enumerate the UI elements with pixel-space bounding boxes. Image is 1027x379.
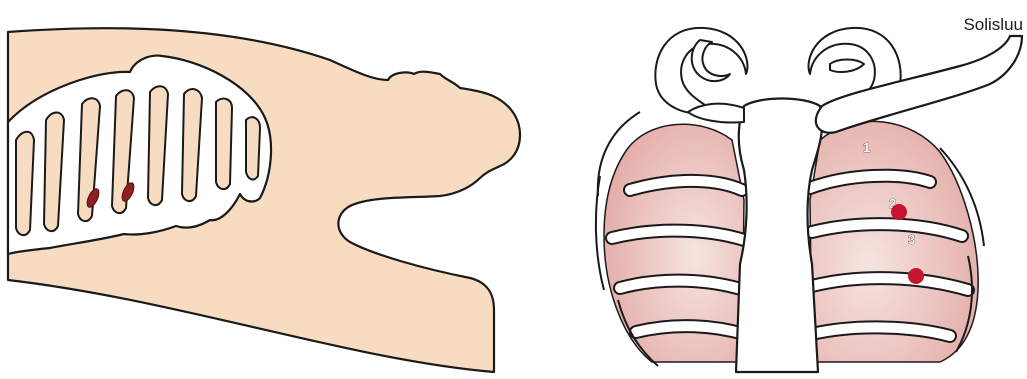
side-view-panel	[8, 28, 520, 372]
rib-number-3: 3	[908, 232, 915, 247]
clavicle	[816, 36, 1022, 133]
puncture-marker-front-2	[908, 268, 924, 284]
puncture-marker-front-1	[891, 204, 907, 220]
clavicle-label: Solisluu	[963, 15, 1023, 34]
rib-number-1: 1	[863, 140, 870, 155]
sternum	[736, 99, 822, 373]
front-view-panel: Solisluu 1 2 3	[596, 15, 1023, 372]
